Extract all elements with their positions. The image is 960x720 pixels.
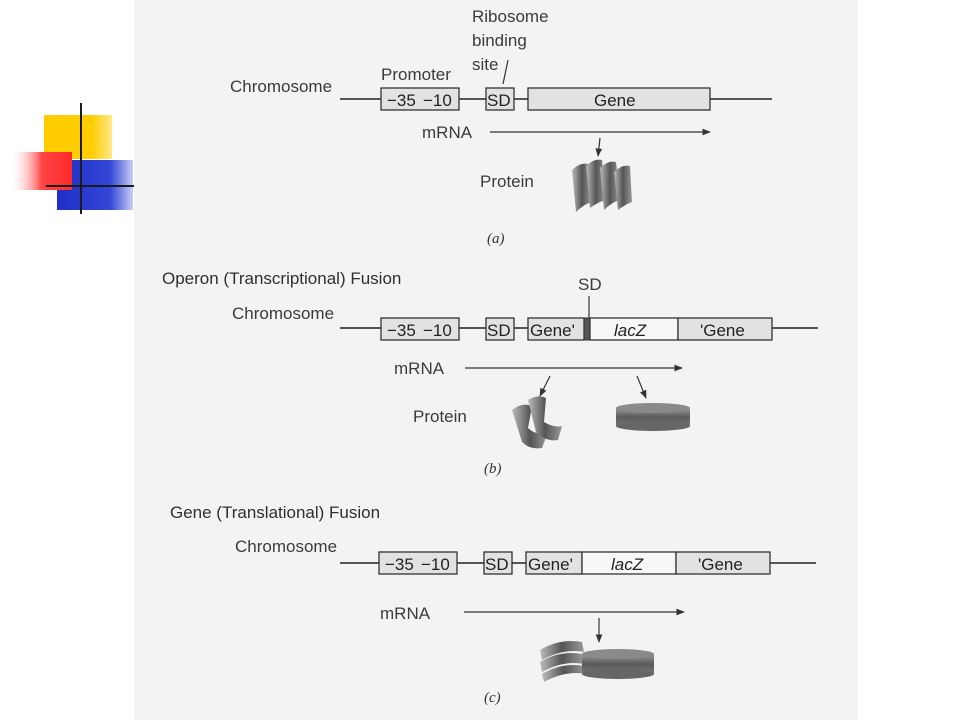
box-minus35-c: −35 [385, 555, 414, 574]
panel-c: Gene (Translational) Fusion Chromosome −… [170, 503, 816, 706]
box-prime-gene-b: 'Gene [700, 321, 745, 340]
box-minus10-b: −10 [423, 321, 452, 340]
ribosome-label-line1: Ribosome [472, 7, 549, 26]
scanned-figure-background [134, 0, 858, 720]
ribosome-pointer [502, 59, 509, 85]
chromosome-label: Chromosome [230, 77, 332, 96]
box-minus10-c: −10 [421, 555, 450, 574]
box-gene-prime-b: Gene' [530, 321, 575, 340]
panel-a: Ribosome binding site Promoter Chromosom… [230, 7, 772, 247]
panel-c-title: Gene (Translational) Fusion [170, 503, 380, 522]
translation-arrow-b2 [636, 375, 647, 399]
panel-b-title: Operon (Transcriptional) Fusion [162, 269, 401, 288]
box-prime-gene-c: 'Gene [698, 555, 743, 574]
panel-b: Operon (Transcriptional) Fusion SD Chrom… [162, 269, 818, 477]
sd-box-c [483, 551, 513, 575]
box-lacz-b: lacZ [614, 321, 647, 340]
translation-arrow-b1 [539, 375, 551, 397]
prime-gene-box-b [677, 317, 773, 341]
gene-box [527, 87, 711, 111]
protein-helix-icon [572, 159, 632, 212]
protein-label: Protein [480, 172, 534, 191]
box-lacz-c: lacZ [611, 555, 644, 574]
translation-arrow [595, 137, 603, 157]
box-minus35-b: −35 [387, 321, 416, 340]
sd-box-b [485, 317, 515, 341]
promoter-box [380, 87, 460, 111]
logo-yellow-square [44, 115, 112, 159]
box-sd: SD [487, 91, 511, 110]
ribosome-label-line3: site [472, 55, 498, 74]
promoter-box-c [378, 551, 458, 575]
slide-logo [12, 103, 134, 214]
mrna-label-c: mRNA [380, 604, 431, 623]
sd-label-b: SD [578, 275, 602, 294]
box-sd-c: SD [485, 555, 509, 574]
caption-b: (b) [484, 461, 502, 477]
fusion-protein-icon-c [540, 641, 654, 682]
logo-red-square [12, 152, 72, 190]
ribosome-label-line2: binding [472, 31, 527, 50]
chromosome-label-c: Chromosome [235, 537, 337, 556]
promoter-label: Promoter [381, 65, 451, 84]
protein-label-b: Protein [413, 407, 467, 426]
caption-a: (a) [487, 231, 505, 247]
caption-c: (c) [484, 690, 501, 706]
box-minus35: −35 [387, 91, 416, 110]
mrna-label-b: mRNA [394, 359, 445, 378]
sd-box [485, 87, 515, 111]
protein-helix-icon-b [512, 396, 562, 449]
box-gene-prime-c: Gene' [528, 555, 573, 574]
promoter-box-b [380, 317, 460, 341]
beta-galactosidase-icon-b [616, 403, 690, 431]
prime-gene-box-c [675, 551, 771, 575]
box-gene: Gene [594, 91, 636, 110]
mrna-label: mRNA [422, 123, 473, 142]
box-sd-b: SD [487, 321, 511, 340]
sd-insert-marker-b [583, 317, 591, 341]
chromosome-label-b: Chromosome [232, 304, 334, 323]
box-minus10: −10 [423, 91, 452, 110]
